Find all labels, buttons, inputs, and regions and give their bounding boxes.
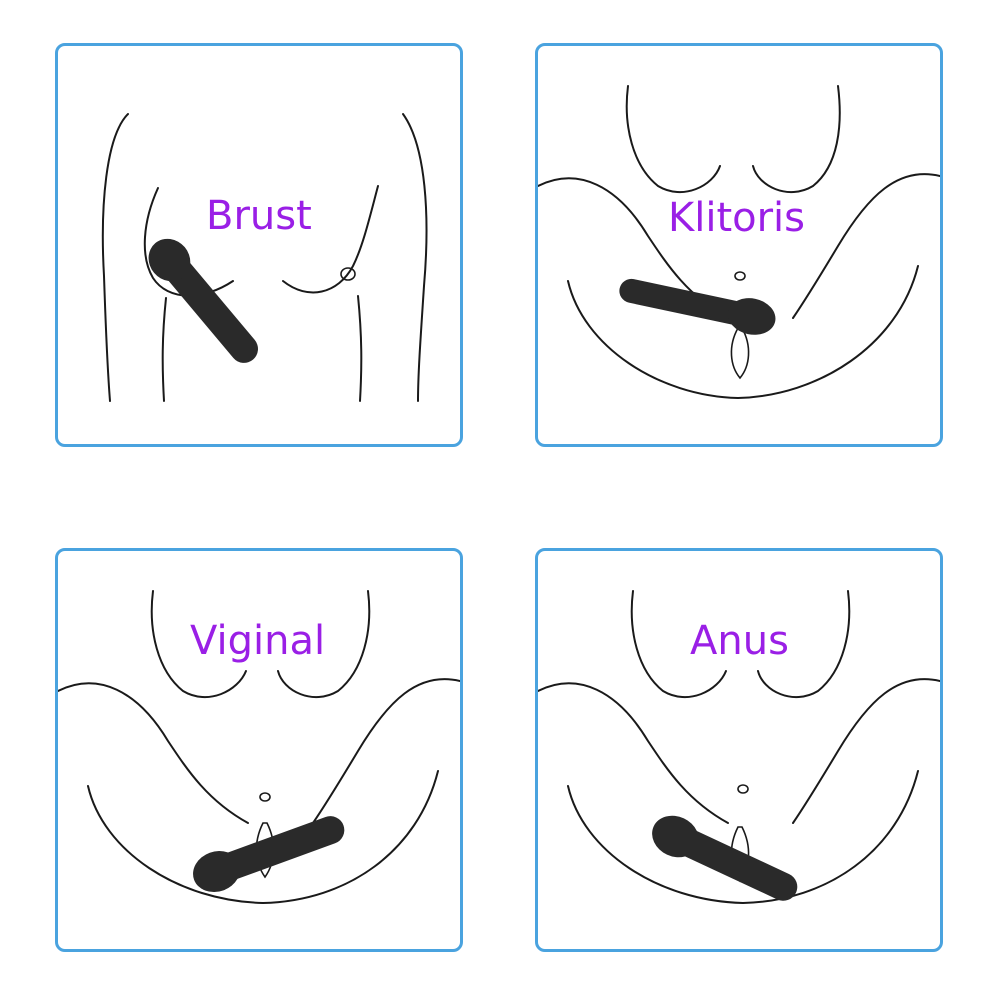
vaginal-illustration [58, 590, 460, 904]
panel-label: Viginal [190, 618, 326, 664]
clitoris-illustration [538, 85, 940, 399]
panel-label: Brust [206, 193, 312, 239]
breast-illustration [101, 113, 428, 402]
anal-illustration [538, 590, 940, 904]
toy-icon [652, 815, 798, 901]
usage-panel-clitoris: Klitoris [535, 43, 943, 447]
usage-panel-anal: Anus [535, 548, 943, 952]
usage-panel-breast: Brust [55, 43, 463, 447]
usage-panel-vaginal: Viginal [55, 548, 463, 952]
panel-label: Klitoris [668, 195, 806, 241]
toy-icon [193, 816, 345, 893]
toy-icon [148, 238, 258, 363]
panel-label: Anus [690, 618, 789, 664]
toy-icon [619, 278, 776, 335]
